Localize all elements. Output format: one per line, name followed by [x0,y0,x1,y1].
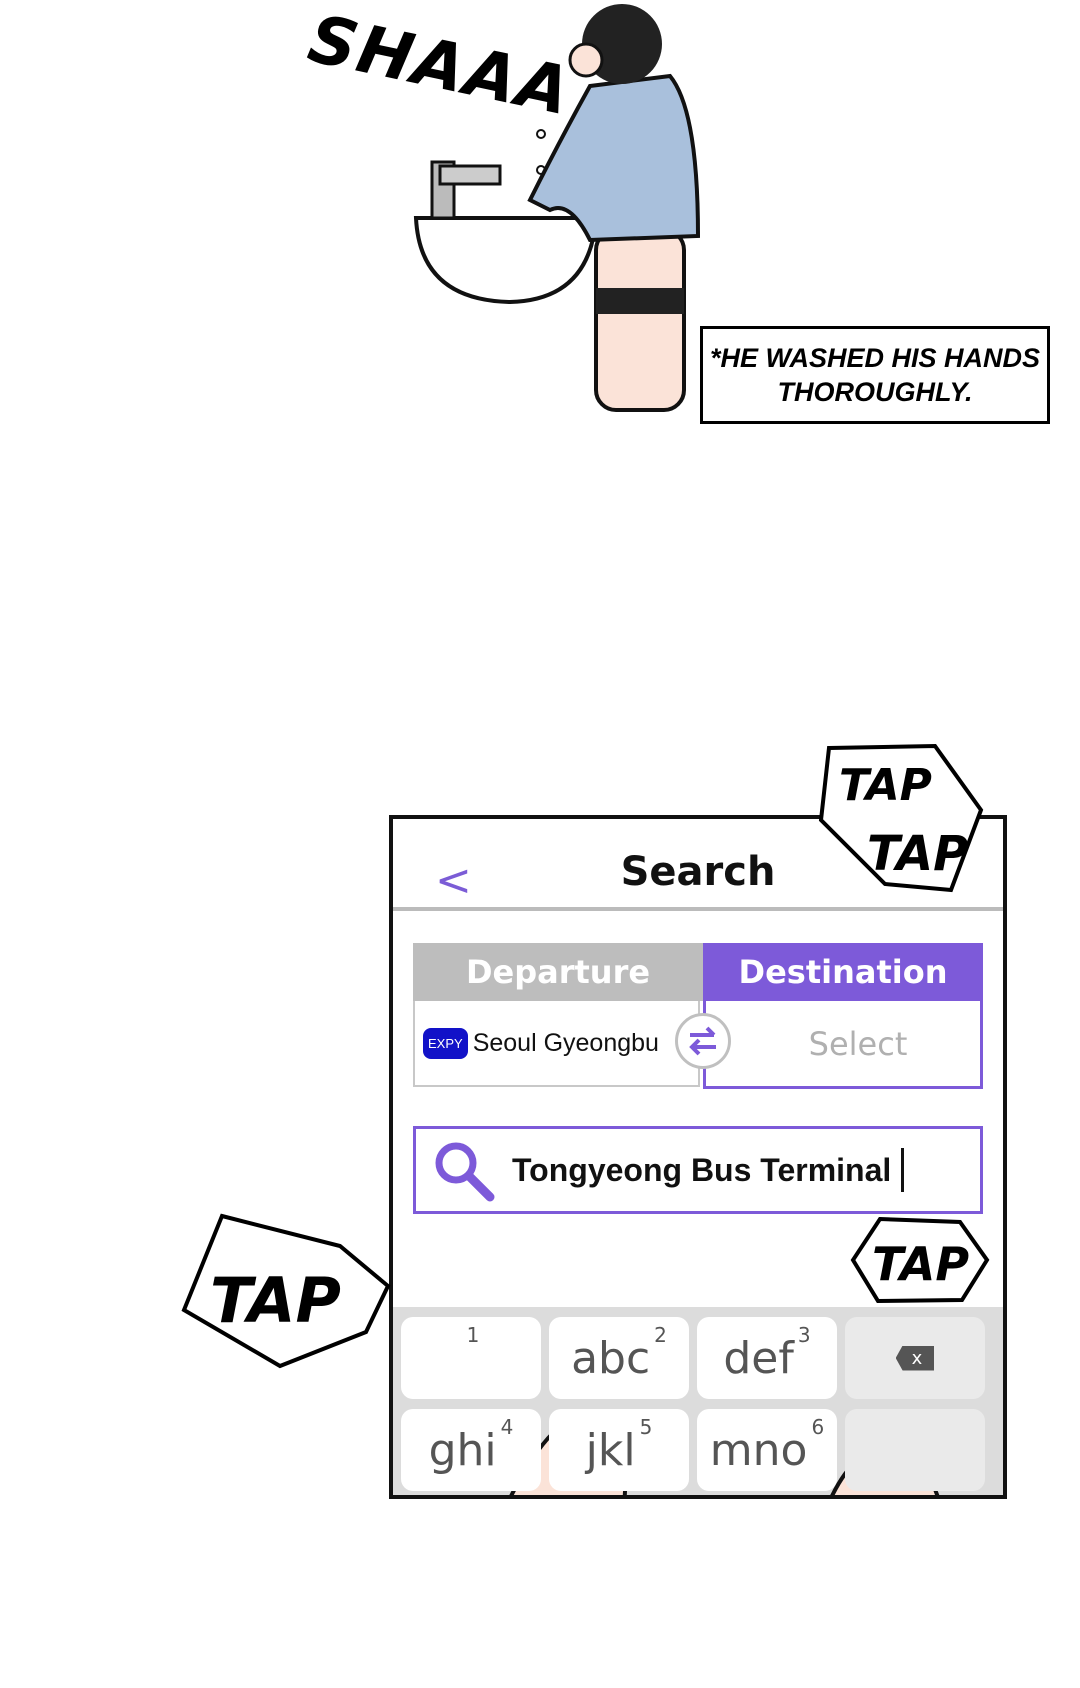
tab-departure[interactable]: Departure [413,943,703,1001]
tap-text: TAP [872,1237,969,1291]
search-value: Tongyeong Bus Terminal [512,1151,892,1188]
header-divider [393,907,1003,911]
boy-washing-hands-illustration [413,4,701,412]
key-1[interactable]: 1 [401,1317,541,1399]
tap-bubble-right: TAP [850,1216,990,1304]
search-icon [435,1142,495,1202]
destination-field[interactable]: Select [703,1001,983,1089]
key-number: 5 [639,1415,653,1439]
route-selector: Departure Destination EXPY Seoul Gyeongb… [413,943,983,1089]
key-number: 2 [654,1323,667,1347]
tap-tap-bubble: TAP TAP [818,743,984,893]
key-label: jkl [585,1424,636,1476]
key-extra[interactable] [845,1409,985,1491]
search-input[interactable]: Tongyeong Bus Terminal [413,1126,983,1214]
key-backspace[interactable]: x [845,1317,985,1399]
key-number: 3 [797,1323,811,1347]
tap-text: TAP [210,1264,341,1337]
phone-screen-panel: < Search Departure Destination EXPY Seou… [389,815,1007,1499]
caption-box: *HE WASHED HIS HANDS THOROUGHLY. [700,326,1050,424]
tab-destination[interactable]: Destination [703,943,983,1001]
departure-field[interactable]: EXPY Seoul Gyeongbu [413,1001,700,1087]
key-label: ghi [428,1424,497,1476]
key-number: 1 [466,1323,480,1347]
swap-arrows-icon [689,1026,716,1056]
back-button[interactable]: < [435,855,472,906]
key-label: abc [571,1332,651,1384]
key-number: 4 [500,1415,514,1439]
key-label: def [723,1332,794,1384]
key-label: mno [709,1424,808,1476]
text-caret [901,1148,905,1192]
tap-text: TAP [867,826,968,882]
departure-name: Seoul Gyeongbu [472,1028,659,1057]
tap-text: TAP [839,760,932,811]
tap-bubble-left: TAP [181,1213,391,1369]
expy-badge: EXPY [423,1027,468,1059]
key-number: 6 [811,1415,825,1439]
swap-button[interactable] [675,1013,731,1069]
backspace-icon: x [895,1345,935,1371]
key-label: x [911,1347,923,1369]
page-title: Search [620,849,776,895]
